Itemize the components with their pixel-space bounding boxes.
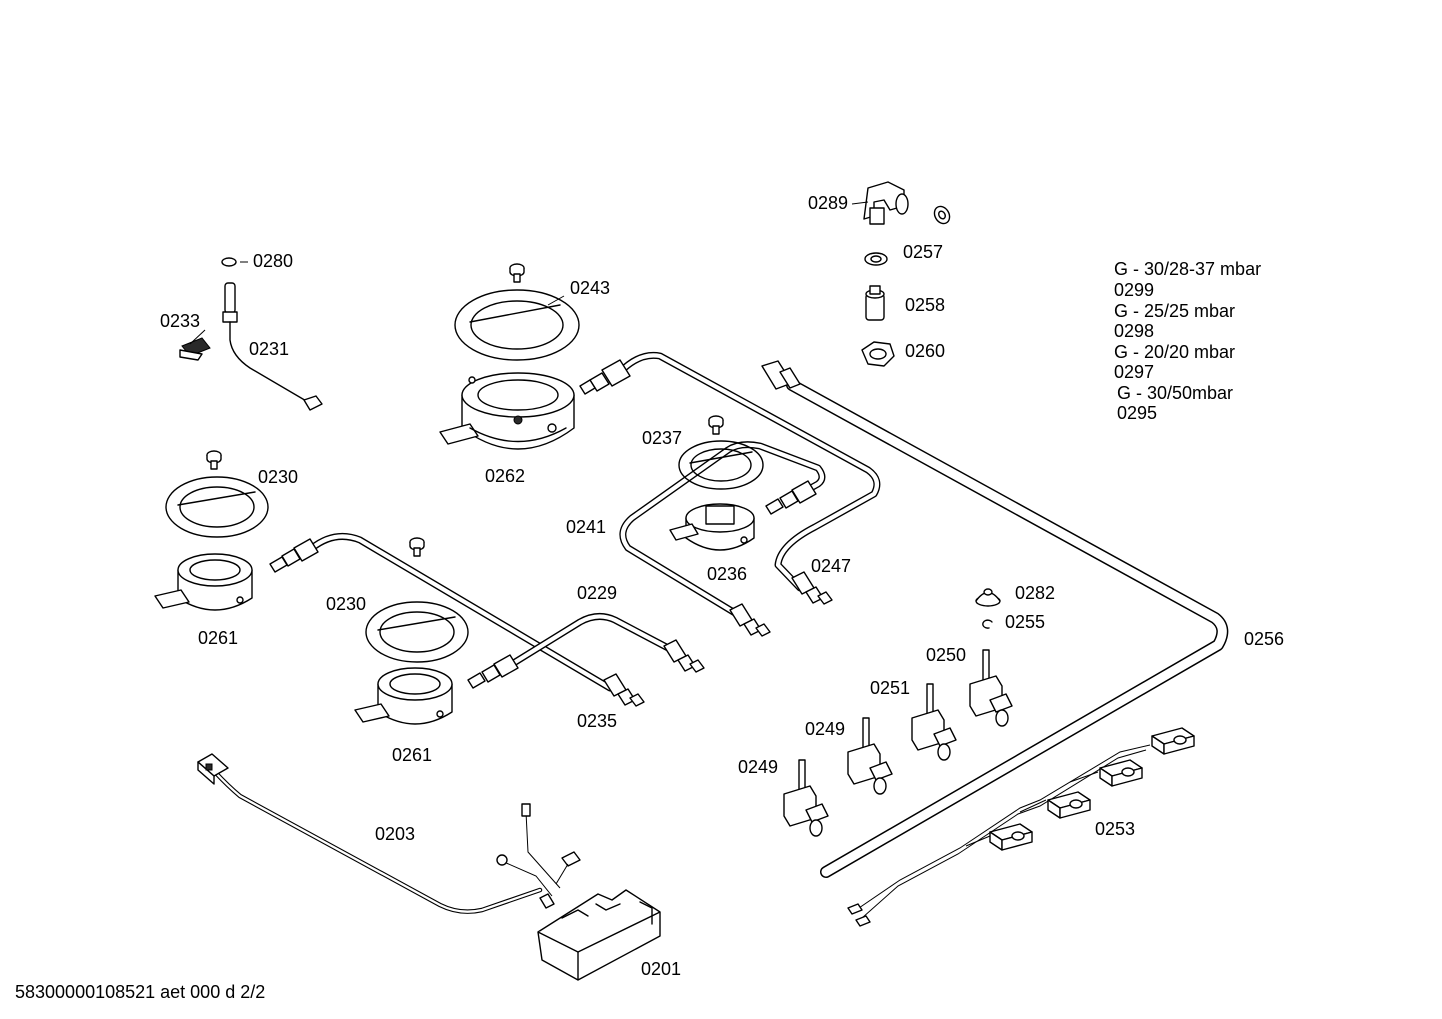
gasket-0243 xyxy=(454,289,580,361)
gas-tube-0256 xyxy=(761,360,1229,878)
electrode-0231 xyxy=(221,257,323,411)
label-0258: 0258 xyxy=(905,295,945,315)
gas-tube-0247 xyxy=(619,441,826,620)
burner-cup-0261b xyxy=(354,667,453,725)
drawing-reference-footer: 58300000108521 aet 000 d 2/2 xyxy=(15,982,265,1002)
gas-table-line: G - 20/20 mbar xyxy=(1114,342,1235,362)
valve-0250 xyxy=(969,649,1013,727)
control-module-0201 xyxy=(537,889,661,981)
gasket-0230a xyxy=(165,476,269,538)
label-0247: 0247 xyxy=(811,556,851,576)
label-0233: 0233 xyxy=(160,311,200,331)
gas-table-line: G - 25/25 mbar xyxy=(1114,301,1235,321)
gas-tube-0229 xyxy=(508,613,676,668)
valve-0249b xyxy=(783,759,829,837)
label-0231: 0231 xyxy=(249,339,289,359)
label-0255: 0255 xyxy=(1005,612,1045,632)
gasket-0230b xyxy=(365,601,469,663)
gas-table-line: G - 30/28-37 mbar xyxy=(1114,259,1261,279)
burner-cup-0261a xyxy=(154,553,253,611)
label-0243: 0243 xyxy=(570,278,610,298)
leader-lines xyxy=(189,201,869,345)
label-0250: 0250 xyxy=(926,645,966,665)
label-0282: 0282 xyxy=(1015,583,1055,603)
label-0229: 0229 xyxy=(577,583,617,603)
label-0262: 0262 xyxy=(485,466,525,486)
label-0230-upper: 0230 xyxy=(258,467,298,487)
label-0201: 0201 xyxy=(641,959,681,979)
clip-0233 xyxy=(179,337,211,361)
label-0280: 0280 xyxy=(253,251,293,271)
gas-table-line: 0299 xyxy=(1114,280,1154,300)
burner-cup-0262 xyxy=(439,372,575,450)
label-0260: 0260 xyxy=(905,341,945,361)
gas-table-line: 0298 xyxy=(1114,321,1154,341)
clip-0255 xyxy=(982,619,993,629)
label-0230-lower: 0230 xyxy=(326,594,366,614)
gas-tube-0235 xyxy=(308,532,614,692)
gasket-0237 xyxy=(678,440,764,490)
label-0203: 0203 xyxy=(375,824,415,844)
label-0253: 0253 xyxy=(1095,819,1135,839)
ignition-switch-harness-0253 xyxy=(847,727,1195,927)
screw-icons xyxy=(206,263,724,557)
cable-0203 xyxy=(197,753,581,914)
label-0261-upper: 0261 xyxy=(198,628,238,648)
label-0241: 0241 xyxy=(566,517,606,537)
label-0236: 0236 xyxy=(707,564,747,584)
label-0249-upper: 0249 xyxy=(805,719,845,739)
label-0256: 0256 xyxy=(1244,629,1284,649)
gas-table-line: 0295 xyxy=(1112,403,1157,423)
nut-0260 xyxy=(861,341,895,367)
label-0237: 0237 xyxy=(642,428,682,448)
gas-tube-0241 xyxy=(616,351,881,592)
label-0289: 0289 xyxy=(808,193,848,213)
gas-table-line: 0297 xyxy=(1114,362,1154,382)
tube-fittings xyxy=(269,359,833,707)
part-number-labels: 0289 0257 0258 0260 0280 0233 0231 0243 … xyxy=(160,193,1284,979)
valve-0249a xyxy=(847,717,893,795)
label-0249-lower: 0249 xyxy=(738,757,778,777)
label-0251: 0251 xyxy=(870,678,910,698)
cap-0282 xyxy=(975,588,1001,607)
label-0235: 0235 xyxy=(577,711,617,731)
label-0261-lower: 0261 xyxy=(392,745,432,765)
washer-0257 xyxy=(864,252,888,266)
label-0257: 0257 xyxy=(903,242,943,262)
burner-cup-0236 xyxy=(669,503,755,551)
washer-0289 xyxy=(933,205,951,225)
valve-0251 xyxy=(911,683,957,761)
gas-table-line: G - 30/50mbar xyxy=(1112,383,1233,403)
gas-type-table: G - 30/28-37 mbar 0299 G - 25/25 mbar 02… xyxy=(1112,259,1261,423)
nipple-0258 xyxy=(865,285,885,321)
elbow-connector-0289 xyxy=(863,181,909,225)
